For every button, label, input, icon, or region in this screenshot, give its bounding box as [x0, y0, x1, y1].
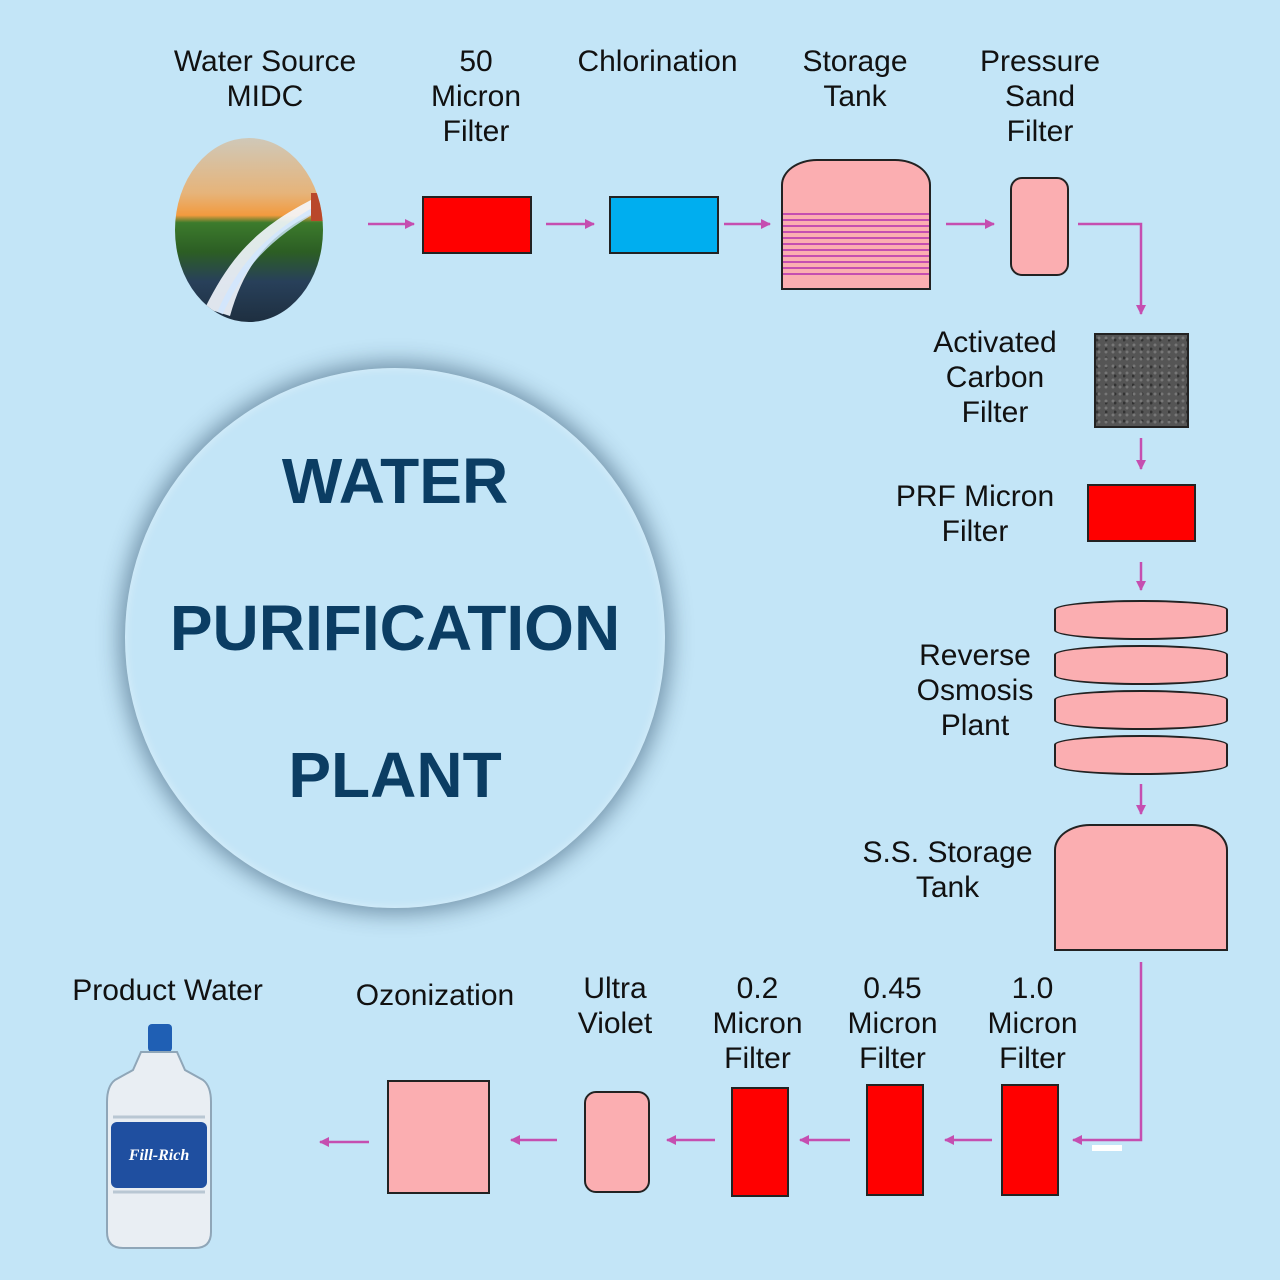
label-50-micron-filter: 50 Micron Filter	[430, 45, 521, 148]
ultra-violet-unit	[584, 1091, 650, 1193]
bottle-brand-text: Fill-Rich	[128, 1147, 190, 1164]
ss-storage-tank	[1054, 824, 1228, 951]
title-line-1: WATER	[281, 445, 509, 517]
50-micron-filter	[422, 196, 532, 254]
label-ultra-violet: Ultra Violet	[577, 972, 653, 1040]
0-2-micron-filter	[731, 1087, 789, 1197]
title-line-3: PLANT	[288, 739, 502, 811]
label-1-0-micron-filter: 1.0 Micron Filter	[987, 972, 1078, 1075]
product-water-bottle: Fill-Rich	[105, 1022, 213, 1250]
label-pressure-sand-filter: Pressure Sand Filter	[979, 45, 1101, 148]
label-prf-micron-filter: PRF Micron Filter	[895, 480, 1055, 548]
ro-membrane-layer	[1054, 645, 1228, 685]
label-storage-tank: Storage Tank	[802, 45, 908, 113]
storage-tank-water-level	[783, 213, 929, 275]
1-0-micron-filter	[1001, 1084, 1059, 1196]
label-0-2-micron-filter: 0.2 Micron Filter	[712, 972, 803, 1075]
ozonization-unit	[387, 1080, 490, 1194]
label-chlorination: Chlorination	[577, 45, 738, 78]
chlorination-unit	[609, 196, 719, 254]
arrow-ss-to-1-0-micron	[1072, 962, 1143, 1145]
storage-tank	[781, 159, 931, 290]
label-water-source: Water Source MIDC	[173, 45, 357, 113]
label-ozonization: Ozonization	[355, 979, 515, 1012]
pressure-sand-filter	[1010, 177, 1069, 276]
ro-membrane-layer	[1054, 735, 1228, 775]
label-ss-storage-tank: S.S. Storage Tank	[862, 836, 1033, 904]
title-line-2: PURIFICATION	[169, 592, 621, 664]
water-source-photo	[175, 138, 323, 322]
0-45-micron-filter	[866, 1084, 924, 1196]
pipe-fitting	[1092, 1145, 1122, 1151]
label-reverse-osmosis-plant: Reverse Osmosis Plant	[916, 639, 1034, 742]
activated-carbon-filter	[1094, 333, 1189, 428]
label-0-45-micron-filter: 0.45 Micron Filter	[847, 972, 938, 1075]
ro-membrane-layer	[1054, 600, 1228, 640]
label-activated-carbon-filter: Activated Carbon Filter	[933, 326, 1057, 429]
prf-micron-filter	[1087, 484, 1196, 542]
label-product-water: Product Water	[72, 974, 263, 1007]
title-circle: WATER PURIFICATION PLANT	[125, 368, 665, 908]
arrow-sand-to-carbon	[1078, 222, 1146, 315]
ro-membrane-layer	[1054, 690, 1228, 730]
